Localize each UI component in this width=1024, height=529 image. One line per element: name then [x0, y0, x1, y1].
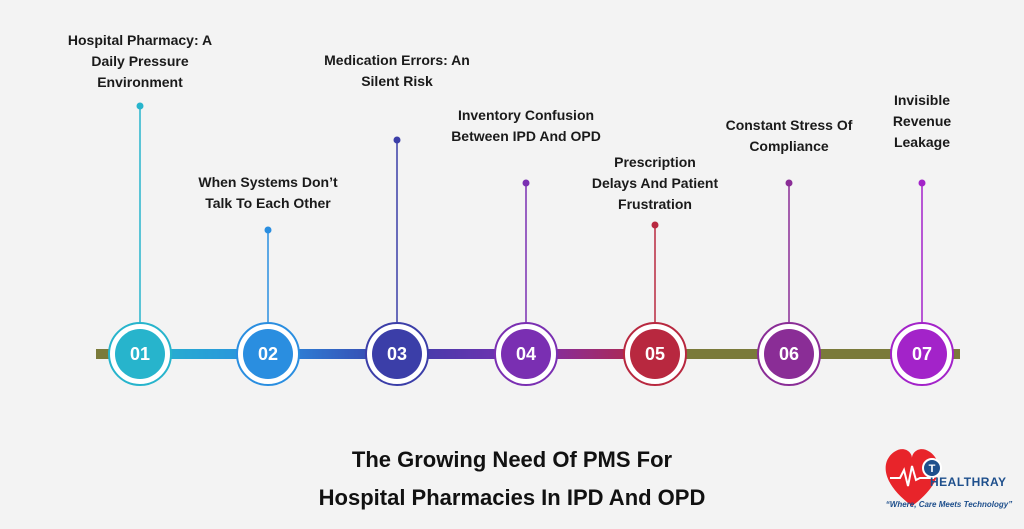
- step-number-06: 06: [778, 344, 800, 364]
- logo-tagline: “Where, Care Meets Technology”: [885, 500, 1013, 509]
- step-circle-01: [115, 329, 165, 379]
- healthray-logo: T: [885, 449, 942, 506]
- step-circle-06: [764, 329, 814, 379]
- connector-dot-02: [264, 226, 272, 234]
- page-title-line-1: The Growing Need Of PMS For: [351, 447, 673, 472]
- connector-dot-03: [393, 136, 401, 144]
- connector-dot-07: [918, 179, 926, 187]
- connector-dot-04: [522, 179, 530, 187]
- step-caption-07: Invisible Revenue Leakage: [892, 92, 952, 150]
- step-circle-02: [243, 329, 293, 379]
- step-number-04: 04: [515, 344, 537, 364]
- connector-dot-01: [136, 102, 144, 110]
- connector-dot-05: [651, 221, 659, 229]
- pulse-line-icon: [890, 465, 934, 487]
- svg-text:T: T: [929, 463, 936, 475]
- step-number-02: 02: [257, 344, 279, 364]
- step-caption-02: When Systems Don’t Talk To Each Other: [198, 174, 338, 211]
- step-caption-05: Prescription Delays And Patient Frustrat…: [591, 154, 719, 212]
- step-number-07: 07: [911, 344, 933, 364]
- step-number-05: 05: [644, 344, 666, 364]
- tech-badge-icon: [922, 458, 942, 478]
- step-number-03: 03: [386, 344, 408, 364]
- connector-dot-06: [785, 179, 793, 187]
- step-caption-04: Inventory Confusion Between IPD And OPD: [451, 107, 601, 144]
- page-title-line-2: Hospital Pharmacies In IPD And OPD: [318, 485, 706, 510]
- step-caption-06: Constant Stress Of Compliance: [725, 117, 853, 154]
- step-circle-04: [501, 329, 551, 379]
- step-caption-01: Hospital Pharmacy: A Daily Pressure Envi…: [67, 32, 213, 90]
- step-circle-05: [630, 329, 680, 379]
- step-circle-03: [372, 329, 422, 379]
- step-caption-03: Medication Errors: An Silent Risk: [324, 52, 470, 89]
- step-circle-07: [897, 329, 947, 379]
- logo-name: HEALTHRAY: [930, 475, 1007, 489]
- step-number-01: 01: [129, 344, 151, 364]
